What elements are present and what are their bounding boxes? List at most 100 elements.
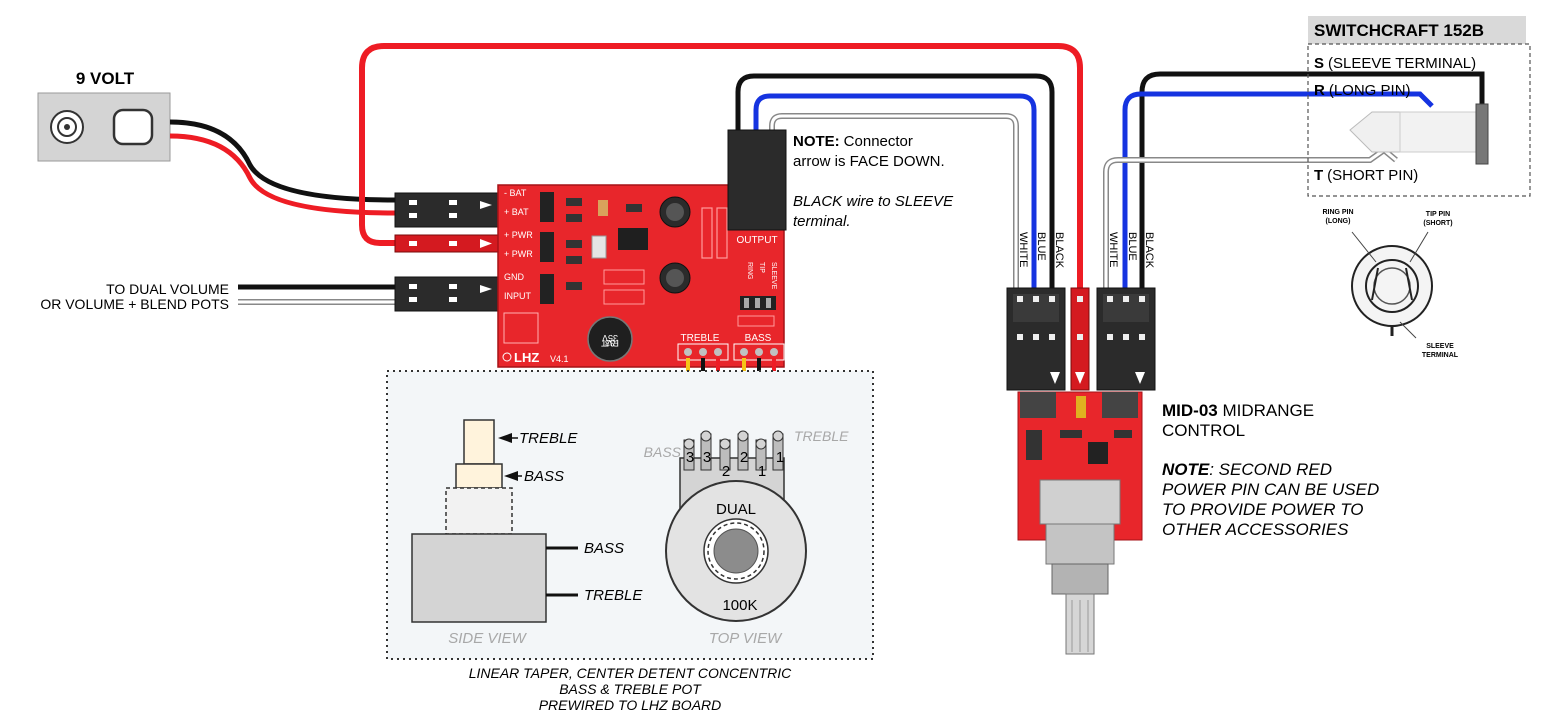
mid-note-line2: POWER PIN CAN BE USED <box>1162 480 1379 499</box>
board-pin-neg-bat: - BAT <box>504 188 527 198</box>
svg-text:MID-03 MIDRANGE: MID-03 MIDRANGE <box>1162 401 1314 420</box>
top-pin-number-6: 1 <box>776 449 784 466</box>
board-cap-line3: RVT <box>601 338 619 348</box>
mid-right-connector <box>1096 287 1156 391</box>
top-pin-number-4: 2 <box>740 449 748 466</box>
jack-blue-wire <box>1122 91 1434 292</box>
top-pin-number-1: 3 <box>686 449 694 466</box>
switchcraft-sleeve-letter: S <box>1314 55 1324 72</box>
switchcraft-jack: SWITCHCRAFT 152B S(SLEEVE TERMINAL) R(LO… <box>1307 16 1531 197</box>
board-bass-label: BASS <box>745 333 772 344</box>
mid-title-line2: CONTROL <box>1162 421 1245 440</box>
board-output-tip: TIP <box>758 262 765 273</box>
mid-note-line4: OTHER ACCESSORIES <box>1162 520 1349 539</box>
mid-03-note: NOTE: SECOND RED POWER PIN CAN BE USED T… <box>1162 460 1379 539</box>
wire-label-left-white: WHITE <box>1017 232 1029 267</box>
wire-label-left-blue: BLUE <box>1035 232 1047 261</box>
top-treble-label: TREBLE <box>794 428 849 444</box>
mid-03-title: MID-03 MIDRANGE CONTROL <box>1162 401 1314 440</box>
board-output-label: OUTPUT <box>736 235 777 246</box>
battery-hex-terminal <box>112 108 154 146</box>
output-blue-wire <box>753 93 1037 292</box>
wire-label-right-black: BLACK <box>1143 232 1155 269</box>
pot-top-view: 3 3 2 2 1 1 BASS TREBLE DUAL 100K TOP VI… <box>644 428 849 647</box>
switchcraft-header <box>1308 16 1526 44</box>
output-black-wire <box>735 73 1055 292</box>
switchcraft-sleeve-text: (SLEEVE TERMINAL) <box>1328 55 1476 72</box>
output-connector <box>727 129 787 231</box>
board-chip <box>618 228 648 250</box>
wire-label-right-white: WHITE <box>1107 232 1119 267</box>
connector-note-line4: terminal. <box>793 213 851 230</box>
switchcraft-title: SWITCHCRAFT 152B <box>1314 21 1484 40</box>
svg-text:NOTE:Connector: NOTE:Connector <box>793 133 913 150</box>
battery-9v: 9 VOLT <box>37 69 171 162</box>
connector-note-line3: BLACK wire to SLEEVE <box>793 193 954 210</box>
connector-note-bold: NOTE: <box>793 133 840 150</box>
board-pin-pos-bat: + BAT <box>504 207 529 217</box>
volume-note-line1: TO DUAL VOLUME <box>106 281 229 297</box>
board-treble-label: TREBLE <box>681 333 720 344</box>
board-output-ring: RING <box>746 262 753 280</box>
top-pin-number-3: 2 <box>722 463 730 480</box>
top-bass-label: BASS <box>644 444 682 460</box>
jack-pin-diagram: RING PIN (LONG) TIP PIN (SHORT) SLEEVE T… <box>1322 209 1458 359</box>
jack-white-wire <box>1104 148 1397 292</box>
mid-note-bold: NOTE <box>1162 460 1210 479</box>
top-pin-number-2: 3 <box>703 449 711 466</box>
mid-note-line3: TO PROVIDE POWER TO <box>1162 500 1364 519</box>
svg-text:T(SHORT PIN): T(SHORT PIN) <box>1314 167 1418 184</box>
side-treble-shaft <box>463 419 495 465</box>
tip-pin-label-1: TIP PIN <box>1426 211 1450 218</box>
tip-pin-label-2: (SHORT) <box>1423 220 1452 227</box>
output-white-wire <box>770 114 1018 292</box>
jack-black-wire <box>1139 71 1485 292</box>
connector-note-line2: arrow is FACE DOWN. <box>793 153 945 170</box>
board-output-sleeve: SLEEVE <box>770 262 777 290</box>
side-view-caption: SIDE VIEW <box>448 630 527 647</box>
power-connector <box>394 234 499 253</box>
mid-title-rest: MIDRANGE <box>1218 401 1314 420</box>
board-cap-line2: 35V <box>602 333 618 343</box>
top-pin-number-5: 1 <box>758 463 766 480</box>
mid-power-connector <box>1070 287 1090 391</box>
power-red-wire <box>359 43 1083 292</box>
board-logo: LHZ <box>514 350 539 365</box>
switchcraft-tip-text: (SHORT PIN) <box>1327 167 1418 184</box>
ring-pin-label-1: RING PIN <box>1322 209 1353 216</box>
svg-text:S(SLEEVE TERMINAL): S(SLEEVE TERMINAL) <box>1314 55 1476 72</box>
switchcraft-sleeve-tab <box>1475 103 1489 165</box>
mid-03-chip <box>1088 442 1108 464</box>
sleeve-terminal-label-1: SLEEVE <box>1426 343 1454 350</box>
side-bushing <box>445 487 513 535</box>
svg-text:R(LONG PIN): R(LONG PIN) <box>1314 82 1411 99</box>
mid-left-connector <box>1006 287 1066 391</box>
switchcraft-tip-letter: T <box>1314 167 1323 184</box>
side-treble-terminal-label: TREBLE <box>584 587 643 604</box>
switchcraft-box <box>1307 43 1531 197</box>
board-pin-pos-pwr-1: + PWR <box>504 230 533 240</box>
top-value-label: 100K <box>722 597 757 614</box>
switchcraft-ring-text: (LONG PIN) <box>1329 82 1411 99</box>
board-electrolytic-cap <box>587 316 633 362</box>
side-pot-body <box>411 533 547 623</box>
board-version: V4.1 <box>550 354 569 364</box>
board-pin-gnd: GND <box>504 272 525 282</box>
mid-03-pot-housing <box>1039 479 1121 525</box>
connector-note-line1: Connector <box>844 133 913 150</box>
battery-label: 9 VOLT <box>76 69 135 88</box>
mid-title-bold: MID-03 <box>1162 401 1218 420</box>
board-cap-line1: 33 <box>605 338 615 348</box>
lhz-board: - BAT + BAT + PWR + PWR GND INPUT 33 35V… <box>497 184 785 368</box>
pot-caption-line1: LINEAR TAPER, CENTER DETENT CONCENTRIC <box>469 665 792 681</box>
board-pin-input: INPUT <box>504 291 532 301</box>
top-dual-label: DUAL <box>716 501 756 518</box>
input-connector <box>394 276 499 312</box>
side-bass-label: BASS <box>524 468 564 485</box>
top-view-caption: TOP VIEW <box>709 630 783 647</box>
wire-label-right-blue: BLUE <box>1126 232 1138 261</box>
ring-pin-label-2: (LONG) <box>1326 218 1351 225</box>
pot-caption-line3: PREWIRED TO LHZ BOARD <box>539 697 722 713</box>
